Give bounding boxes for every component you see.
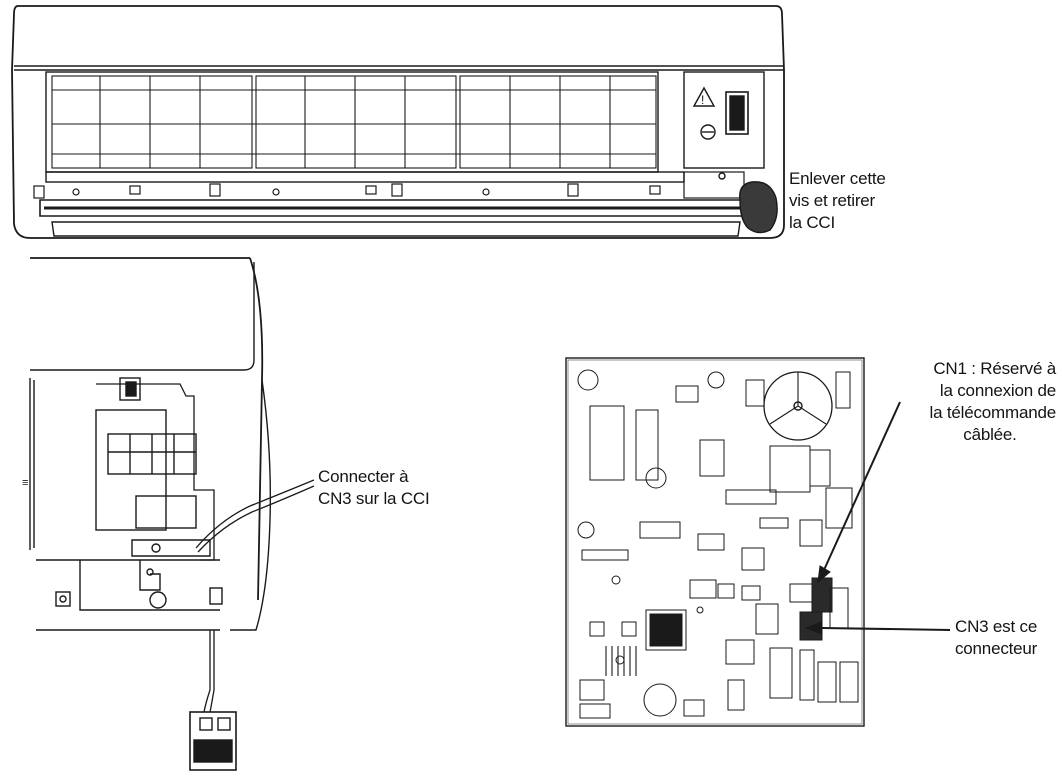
label-connect-cn3: Connecter à CN3 sur la CCI <box>318 467 430 508</box>
label-cn3-connector: CN3 est ce connecteur <box>955 617 1038 658</box>
label-remove-screw: Enlever cette vis et retirer la CCI <box>789 169 886 232</box>
label-cn1-reserved: CN1 : Réservé à la connexion de la téléc… <box>929 359 1057 444</box>
svg-text:!: ! <box>701 93 704 107</box>
arrow-cn3 <box>804 621 951 635</box>
pcb-board <box>565 357 865 727</box>
warning-icon <box>692 86 716 107</box>
wired-connector-plug <box>189 711 237 771</box>
arrow-cn1 <box>817 401 901 584</box>
indoor-unit-front-view: ! <box>11 5 785 239</box>
svg-text:≡: ≡ <box>22 477 28 489</box>
electrical-box-side-view: ≡ <box>22 257 315 771</box>
electrical-box-cover <box>683 71 765 169</box>
hand-pointer-icon <box>739 181 778 234</box>
filter-grid <box>51 75 657 169</box>
